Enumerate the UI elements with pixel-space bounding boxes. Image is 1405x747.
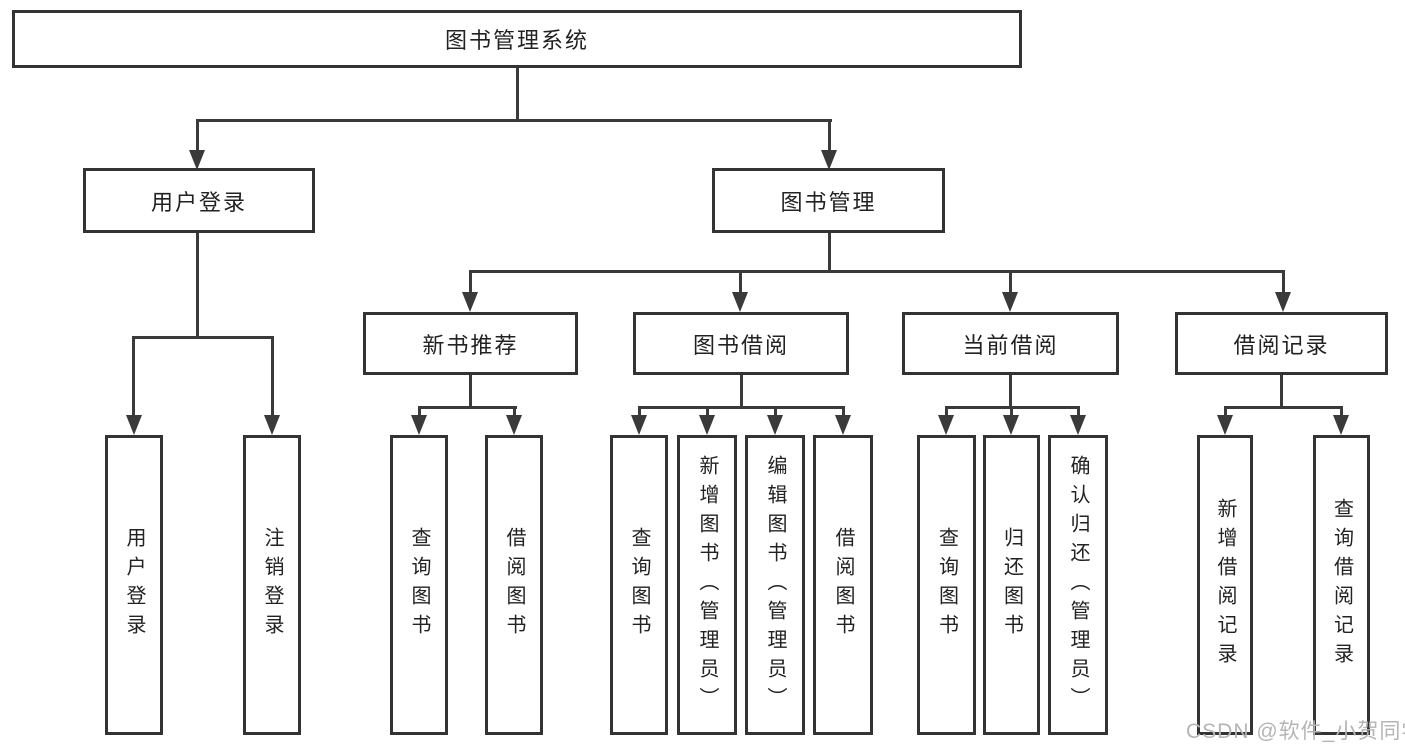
connector-hline bbox=[469, 270, 1285, 273]
arrow-down-icon bbox=[631, 415, 647, 435]
arrow-down-icon bbox=[821, 150, 837, 170]
connector-vline bbox=[945, 406, 948, 417]
arrow-down-icon bbox=[189, 150, 205, 170]
connector-vline bbox=[828, 233, 831, 270]
arrow-down-icon bbox=[1333, 415, 1349, 435]
leaf-add-borrow-record: 新增借阅记录 bbox=[1197, 435, 1253, 735]
arrow-down-icon bbox=[732, 292, 748, 312]
leaf-query-books-recommend-label: 查询图书 bbox=[408, 527, 430, 643]
leaf-borrow-books: 借阅图书 bbox=[813, 435, 873, 735]
connector-vline bbox=[1009, 270, 1012, 294]
node-book-management: 图书管理 bbox=[712, 168, 945, 233]
node-book-borrowing: 图书借阅 bbox=[633, 312, 849, 375]
node-user-login-label: 用户登录 bbox=[150, 189, 247, 215]
leaf-query-borrow-record-label: 查询借阅记录 bbox=[1330, 498, 1353, 672]
node-book-borrowing-label: 图书借阅 bbox=[692, 332, 789, 358]
node-new-book-recommendation-label: 新书推荐 bbox=[422, 332, 519, 358]
connector-vline bbox=[740, 375, 743, 406]
arrow-down-icon bbox=[938, 415, 954, 435]
connector-vline bbox=[1010, 406, 1013, 417]
arrow-down-icon bbox=[462, 292, 478, 312]
leaf-borrow-books-label: 借阅图书 bbox=[832, 527, 854, 643]
leaf-edit-books-admin: 编辑图书（管理员） bbox=[745, 435, 805, 735]
leaf-confirm-return-admin: 确认归还（管理员） bbox=[1048, 435, 1108, 735]
leaf-return-books: 归还图书 bbox=[983, 435, 1040, 735]
leaf-query-borrow-record: 查询借阅记录 bbox=[1313, 435, 1370, 735]
connector-vline bbox=[469, 270, 472, 294]
connector-vline bbox=[469, 375, 472, 406]
arrow-down-icon bbox=[1275, 292, 1291, 312]
connector-vline bbox=[1077, 406, 1080, 417]
arrow-down-icon bbox=[699, 415, 715, 435]
leaf-add-books-admin: 新增图书（管理员） bbox=[677, 435, 737, 735]
arrow-down-icon bbox=[1002, 292, 1018, 312]
connector-vline bbox=[196, 233, 199, 336]
leaf-borrow-books-recommend: 借阅图书 bbox=[485, 435, 543, 735]
node-borrowing-records: 借阅记录 bbox=[1175, 312, 1388, 375]
arrow-down-icon bbox=[411, 415, 427, 435]
arrow-down-icon bbox=[506, 415, 522, 435]
node-root: 图书管理系统 bbox=[12, 10, 1022, 68]
leaf-confirm-return-admin-label: 确认归还（管理员） bbox=[1067, 454, 1089, 716]
connector-vline bbox=[638, 406, 641, 417]
leaf-query-books-borrow-label: 查询图书 bbox=[628, 527, 650, 643]
node-root-label: 图书管理系统 bbox=[444, 28, 589, 53]
node-new-book-recommendation: 新书推荐 bbox=[363, 312, 578, 375]
connector-hline bbox=[132, 336, 274, 339]
connector-hline bbox=[1224, 406, 1343, 409]
connector-vline bbox=[842, 406, 845, 417]
connector-vline bbox=[1009, 375, 1012, 406]
leaf-query-books-current: 查询图书 bbox=[917, 435, 976, 735]
leaf-logout: 注销登录 bbox=[243, 435, 301, 735]
arrow-down-icon bbox=[835, 415, 851, 435]
node-borrowing-records-label: 借阅记录 bbox=[1233, 332, 1330, 358]
leaf-query-books-recommend: 查询图书 bbox=[390, 435, 448, 735]
leaf-add-borrow-record-label: 新增借阅记录 bbox=[1214, 498, 1236, 672]
connector-vline bbox=[828, 119, 831, 153]
connector-vline bbox=[774, 406, 777, 417]
connector-vline bbox=[706, 406, 709, 417]
csdn-watermark: CSDN @软件_小贺同学 bbox=[1186, 720, 1405, 743]
leaf-borrow-books-recommend-label: 借阅图书 bbox=[503, 527, 525, 643]
connector-vline bbox=[418, 406, 421, 417]
arrow-down-icon bbox=[1003, 415, 1019, 435]
leaf-edit-books-admin-label: 编辑图书（管理员） bbox=[764, 454, 786, 716]
connector-vline bbox=[196, 119, 199, 153]
leaf-query-books-current-label: 查询图书 bbox=[935, 527, 958, 643]
leaf-logout-label: 注销登录 bbox=[261, 527, 283, 643]
arrow-down-icon bbox=[1217, 415, 1233, 435]
connector-vline bbox=[513, 406, 516, 417]
arrow-down-icon bbox=[264, 415, 280, 435]
leaf-add-books-admin-label: 新增图书（管理员） bbox=[696, 454, 718, 716]
leaf-user-login: 用户登录 bbox=[105, 435, 163, 735]
connector-vline bbox=[132, 336, 135, 417]
connector-vline bbox=[271, 336, 274, 417]
connector-vline bbox=[739, 270, 742, 294]
connector-hline bbox=[638, 406, 845, 409]
connector-hline bbox=[196, 119, 832, 122]
node-user-login: 用户登录 bbox=[83, 168, 315, 233]
leaf-query-books-borrow: 查询图书 bbox=[610, 435, 668, 735]
connector-vline bbox=[1280, 375, 1283, 406]
connector-vline bbox=[516, 68, 519, 119]
node-current-borrowing-label: 当前借阅 bbox=[962, 332, 1059, 358]
leaf-return-books-label: 归还图书 bbox=[1000, 527, 1023, 643]
arrow-down-icon bbox=[126, 415, 142, 435]
connector-vline bbox=[1282, 270, 1285, 294]
leaf-user-login-label: 用户登录 bbox=[123, 527, 145, 643]
node-current-borrowing: 当前借阅 bbox=[902, 312, 1119, 375]
node-book-management-label: 图书管理 bbox=[780, 189, 877, 215]
connector-hline bbox=[418, 406, 517, 409]
connector-vline bbox=[1224, 406, 1227, 417]
arrow-down-icon bbox=[1070, 415, 1086, 435]
arrow-down-icon bbox=[767, 415, 783, 435]
connector-vline bbox=[1340, 406, 1343, 417]
